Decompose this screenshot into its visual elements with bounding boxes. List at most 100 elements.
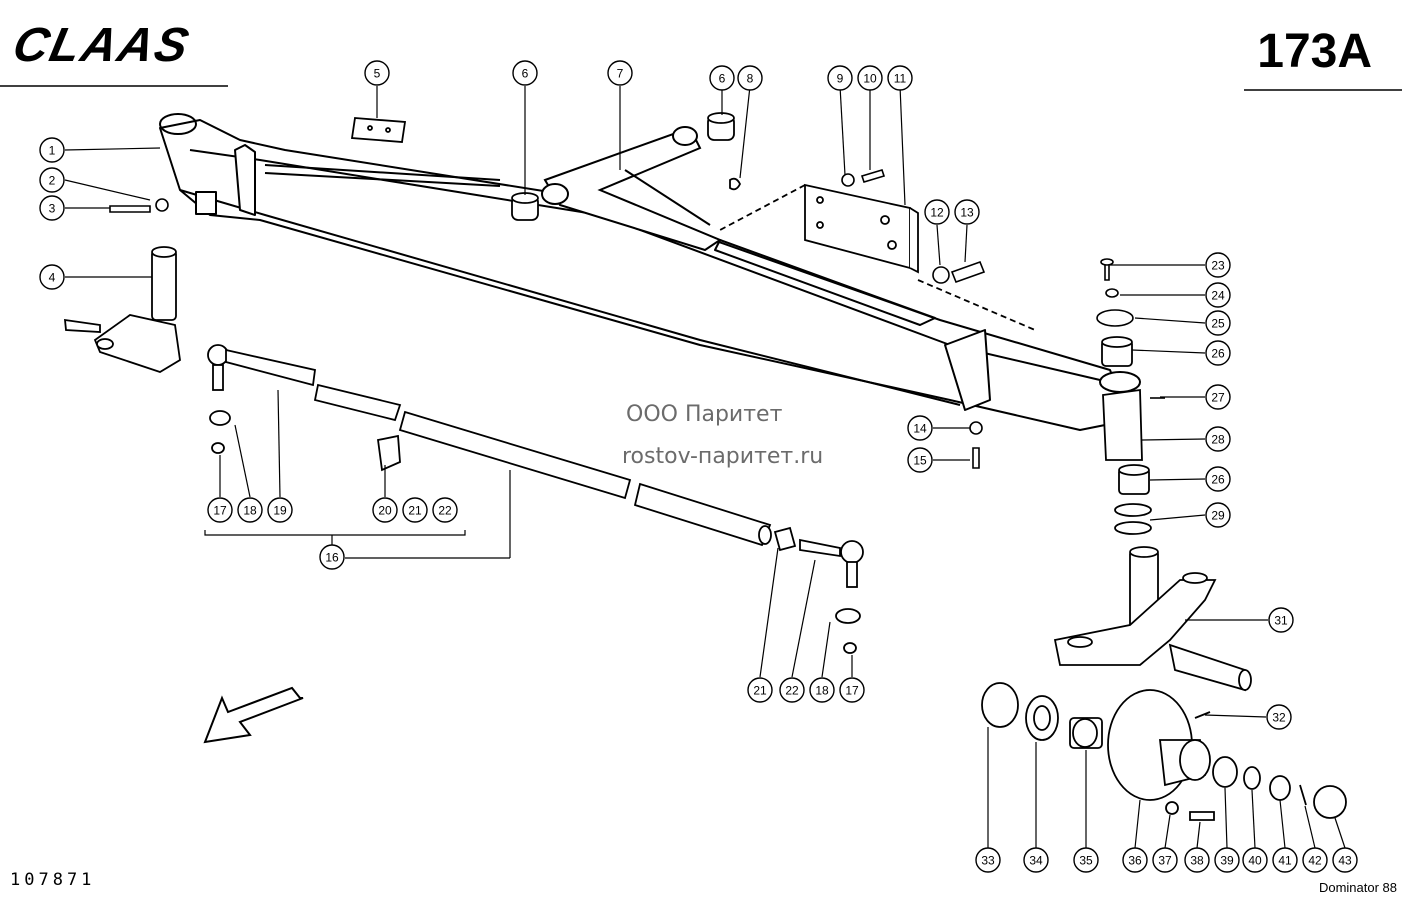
callout-c1: 1	[39, 137, 65, 163]
leader-lines	[64, 85, 1346, 849]
callout-label: 37	[1158, 854, 1172, 868]
callout-circle	[402, 497, 428, 523]
callout-circle	[512, 60, 538, 86]
callout-c26b: 26	[1205, 466, 1231, 492]
callout-label: 3	[49, 202, 56, 216]
callout-label: 19	[273, 504, 287, 518]
callout-label: 24	[1211, 289, 1225, 303]
callout-label: 39	[1220, 854, 1234, 868]
page-code: 173A	[1257, 25, 1372, 78]
tie-rod	[207, 344, 864, 654]
callout-c35: 35	[1073, 847, 1099, 873]
callout-c2: 2	[39, 167, 65, 193]
watermark-company: ООО Паритет	[626, 402, 783, 427]
callout-circle	[372, 497, 398, 523]
callout-c38: 38	[1184, 847, 1210, 873]
callout-c17a: 17	[207, 497, 233, 523]
callout-c27: 27	[1205, 384, 1231, 410]
callout-label: 41	[1278, 854, 1292, 868]
model-label: Dominator 88	[1318, 880, 1397, 895]
callout-circle	[1152, 847, 1178, 873]
callout-label: 35	[1079, 854, 1093, 868]
callout-circle	[432, 497, 458, 523]
callout-circle	[924, 199, 950, 225]
callout-c19: 19	[267, 497, 293, 523]
callout-c31: 31	[1268, 607, 1294, 633]
callout-c34: 34	[1023, 847, 1049, 873]
callout-c8: 8	[737, 65, 763, 91]
callout-c21b: 21	[747, 677, 773, 703]
a-frame	[541, 126, 723, 252]
callout-circle	[907, 415, 933, 441]
callout-c5: 5	[364, 60, 390, 86]
callout-circle	[975, 847, 1001, 873]
callout-circle	[39, 264, 65, 290]
callout-circle	[1205, 252, 1231, 278]
callout-label: 21	[753, 684, 767, 698]
callout-circle	[839, 677, 865, 703]
callout-circle	[1205, 310, 1231, 336]
callout-c3: 3	[39, 195, 65, 221]
frame-lines	[0, 85, 1402, 91]
callout-circle	[207, 497, 233, 523]
callout-circle	[1205, 426, 1231, 452]
callout-label: 36	[1128, 854, 1142, 868]
callout-label: 6	[522, 67, 529, 81]
callout-label: 20	[378, 504, 392, 518]
callout-circle	[954, 199, 980, 225]
callout-label: 22	[438, 504, 452, 518]
callout-label: 1	[49, 144, 56, 158]
callout-label: 29	[1211, 509, 1225, 523]
callout-c24: 24	[1205, 282, 1231, 308]
callout-label: 32	[1272, 711, 1286, 725]
callout-label: 6	[719, 72, 726, 86]
callout-c41: 41	[1272, 847, 1298, 873]
callout-c20: 20	[372, 497, 398, 523]
callout-c16: 16	[319, 544, 345, 570]
callout-c13: 13	[954, 199, 980, 225]
callout-label: 11	[894, 72, 907, 86]
callout-c33: 33	[975, 847, 1001, 873]
bushings-top	[511, 112, 742, 221]
callout-circle	[779, 677, 805, 703]
callout-label: 22	[785, 684, 799, 698]
callout-circle	[1205, 502, 1231, 528]
callout-label: 40	[1248, 854, 1262, 868]
callout-circle	[827, 65, 853, 91]
drawing-number: 107871	[10, 870, 96, 890]
callout-c39: 39	[1214, 847, 1240, 873]
watermark-site: rostov-паритет.ru	[622, 444, 824, 469]
callout-circle	[809, 677, 835, 703]
callout-circle	[1122, 847, 1148, 873]
callout-c9: 9	[827, 65, 853, 91]
callout-c21a: 21	[402, 497, 428, 523]
callout-circle	[1023, 847, 1049, 873]
callout-c37: 37	[1152, 847, 1178, 873]
callout-circle	[237, 497, 263, 523]
plate-5	[350, 117, 407, 143]
callout-label: 17	[845, 684, 859, 698]
callout-c7: 7	[607, 60, 633, 86]
callout-circle	[267, 497, 293, 523]
callout-label: 42	[1308, 854, 1322, 868]
callout-c11: 11	[887, 65, 913, 91]
callout-circle	[39, 137, 65, 163]
callout-c23: 23	[1205, 252, 1231, 278]
callout-circle	[1332, 847, 1358, 873]
callout-label: 33	[981, 854, 995, 868]
callout-circle	[747, 677, 773, 703]
callout-label: 17	[213, 504, 227, 518]
callout-circle	[1205, 340, 1231, 366]
callout-label: 21	[408, 504, 422, 518]
axle-beam	[159, 113, 1141, 431]
callout-c28: 28	[1205, 426, 1231, 452]
callout-label: 5	[374, 67, 381, 81]
callout-c32: 32	[1266, 704, 1292, 730]
callout-c22a: 22	[432, 497, 458, 523]
callout-circle	[1272, 847, 1298, 873]
callout-c22b: 22	[779, 677, 805, 703]
callout-c15: 15	[907, 447, 933, 473]
callout-circle	[1266, 704, 1292, 730]
callout-circle	[1073, 847, 1099, 873]
